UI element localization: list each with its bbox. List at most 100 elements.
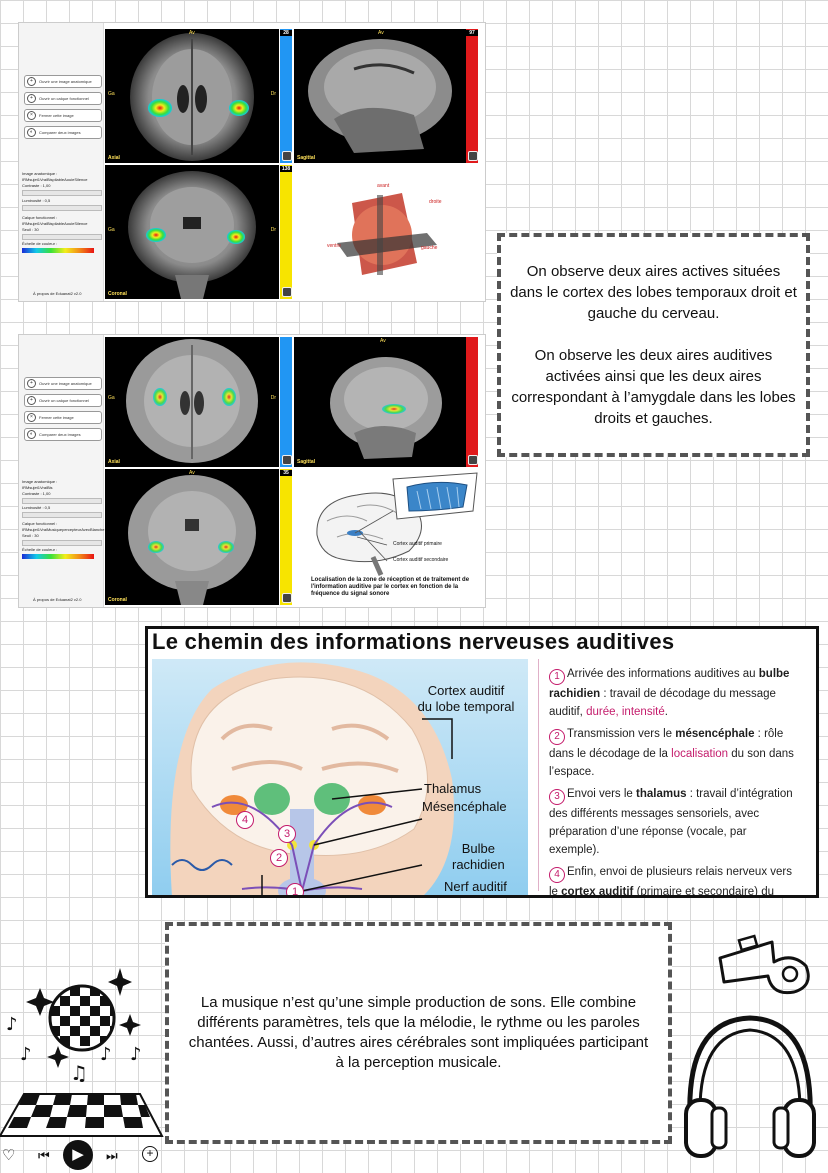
disco-ball-icon: ♪ ♪ ♪ ♪ ♫ (0, 968, 164, 1137)
svg-text:♪: ♪ (6, 1014, 18, 1035)
heart-icon[interactable]: ♡ (2, 1147, 16, 1164)
plus-icon: + (27, 379, 36, 388)
orient-top: Av (189, 30, 195, 36)
open-functional-button[interactable]: +Ouvrir un calque fonctionnel (24, 92, 102, 105)
headphones-doodle (676, 1000, 824, 1168)
orient-top: Av (189, 470, 195, 476)
seuil-slider[interactable] (22, 234, 102, 240)
view-label-axial: Axial (108, 459, 120, 465)
contrast-value: Contraste : 1,00 (22, 183, 51, 188)
figure-title: Le chemin des informations nerveuses aud… (152, 629, 675, 654)
coronal-slice-bar[interactable]: 35 (280, 469, 292, 605)
close-image-button[interactable]: ×Fermer cette image (24, 411, 102, 424)
orient-left: Ga (108, 395, 115, 401)
compare-icon: ◐ (27, 430, 36, 439)
view-label-coronal: Coronal (108, 291, 127, 297)
sagittal-slice-bar[interactable] (466, 337, 478, 467)
orient-right: Dr (270, 91, 276, 97)
previous-icon[interactable]: ⏮ (38, 1148, 50, 1163)
seuil-slider[interactable] (22, 540, 102, 546)
view-label-sagittal: Sagittal (297, 155, 316, 161)
view-label-coronal: Coronal (108, 597, 127, 603)
cube-3d-image (337, 193, 437, 275)
luminosity-slider[interactable] (22, 205, 102, 211)
coronal-slice-number: 35 (280, 470, 292, 476)
sagittal-pane[interactable]: Av Sagittal (294, 337, 466, 467)
luminosity-value: Luminosité : 0,5 (22, 198, 51, 203)
contrast-slider[interactable] (22, 190, 102, 196)
whistle-icon (718, 934, 810, 995)
seuil-value: Seuil : 30 (22, 227, 39, 232)
zoom-icon[interactable] (282, 287, 292, 297)
viewer-screenshot-top: +Ouvrir une image anatomique +Ouvrir un … (18, 22, 486, 302)
axial-slice-bar[interactable]: 28 (280, 29, 292, 163)
sagittal-brain-image (308, 39, 452, 153)
svg-text:♪: ♪ (130, 1044, 142, 1065)
step-marker-3: 3 (278, 825, 296, 843)
music-text: La musique n’est qu’une simple productio… (188, 994, 649, 1071)
close-icon: × (27, 111, 36, 120)
label-cortex-auditif: Cortex auditif du lobe temporal (417, 683, 515, 714)
sagittal-slice-number: 97 (466, 30, 478, 36)
about-link[interactable]: À propos de Eduanat2 v2.0 (33, 291, 82, 296)
contrast-slider[interactable] (22, 498, 102, 504)
viewer-sidebar: +Ouvrir une image anatomique +Ouvrir un … (19, 23, 104, 301)
color-scale-bar[interactable] (22, 248, 94, 253)
coronal-pane[interactable]: Ga Dr Coronal (105, 165, 279, 299)
close-image-button[interactable]: ×Fermer cette image (24, 109, 102, 122)
orientation-cube[interactable]: avant droite ventre gauche (317, 183, 457, 283)
open-functional-button[interactable]: +Ouvrir un calque fonctionnel (24, 394, 102, 407)
illustration-caption: Localisation de la zone de réception et … (311, 577, 470, 597)
auditory-cortex-illustration: Cortex auditif primaire Cortex auditif s… (297, 471, 483, 605)
headphones-icon (684, 1015, 816, 1158)
functional-label: Calque fonctionnel : (22, 215, 58, 220)
compare-icon: ◐ (27, 128, 36, 137)
compare-images-button[interactable]: ◐Comparer deux images (24, 428, 102, 441)
coronal-pane[interactable]: Av Coronal (105, 469, 279, 605)
axial-pane[interactable]: Av Ga Dr Axial (105, 29, 279, 163)
axial-brain-image (130, 33, 254, 161)
sagittal-slice-bar[interactable]: 97 (466, 29, 478, 163)
coronal-slice-bar[interactable]: 138 (280, 165, 292, 299)
orient-left: Ga (108, 227, 115, 233)
zoom-icon[interactable] (282, 593, 292, 603)
about-link[interactable]: À propos de Eduanat2 v2.0 (33, 597, 82, 602)
observation-text: On observe deux aires actives situées da… (510, 263, 797, 427)
label-thalamus: Thalamus (424, 781, 482, 796)
label-bulbe-rachidien: Bulbe rachidien (452, 841, 505, 872)
axial-pane[interactable]: Ga Dr Axial (105, 337, 279, 467)
anatomical-label: Image anatomique : (22, 479, 58, 484)
open-anatomical-button[interactable]: +Ouvrir une image anatomique (24, 75, 102, 88)
zoom-icon[interactable] (282, 151, 292, 161)
play-icon[interactable]: ▶ (63, 1140, 93, 1170)
music-box: La musique n’est qu’une simple productio… (165, 922, 672, 1144)
viewer-screenshot-bottom: +Ouvrir une image anatomique +Ouvrir un … (18, 334, 486, 608)
brain-cortex-diagram (316, 472, 478, 577)
compare-images-button[interactable]: ◐Comparer deux images (24, 126, 102, 139)
add-icon[interactable]: + (142, 1146, 158, 1162)
axial-slice-bar[interactable] (280, 337, 292, 467)
view-label-sagittal: Sagittal (297, 459, 316, 465)
luminosity-value: Luminosité : 0,5 (22, 505, 51, 510)
open-anatomical-button[interactable]: +Ouvrir une image anatomique (24, 377, 102, 390)
functional-label: Calque fonctionnel : (22, 521, 58, 526)
zoom-icon[interactable] (282, 455, 292, 465)
color-scale-label: Échelle de couleur : (22, 241, 58, 246)
color-scale-bar[interactable] (22, 554, 94, 559)
svg-text:♪: ♪ (20, 1044, 32, 1065)
functional-file: IRMsujet1VraiBispilableAouieSilence (22, 221, 88, 226)
axial-slice-number: 28 (280, 30, 292, 36)
plus-icon: + (27, 77, 36, 86)
sagittal-pane[interactable]: Av Sagittal (294, 29, 466, 163)
next-icon[interactable]: ⏭ (106, 1148, 118, 1163)
luminosity-slider[interactable] (22, 512, 102, 518)
label-nerf-auditif: Nerf auditif (444, 879, 507, 894)
label-secondary-cortex: Cortex auditif secondaire (393, 557, 449, 563)
whistle-doodle (710, 930, 820, 1000)
zoom-icon[interactable] (468, 455, 478, 465)
zoom-icon[interactable] (468, 151, 478, 161)
